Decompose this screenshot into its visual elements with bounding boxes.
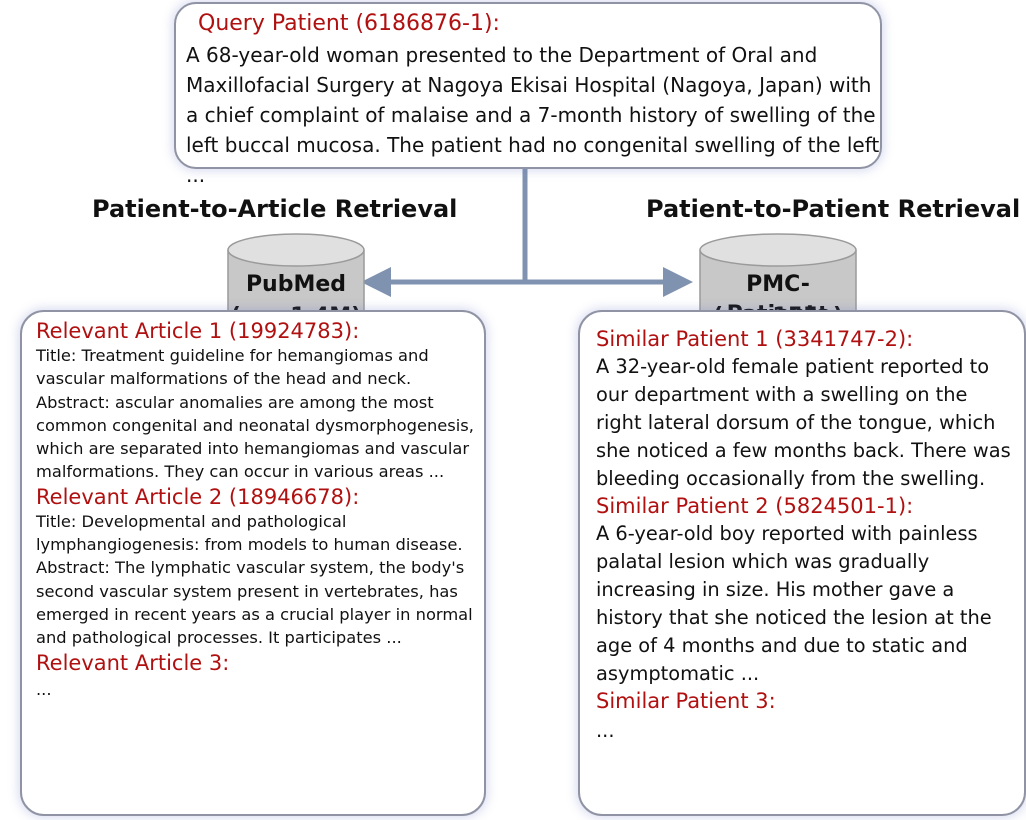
- similar-patient-2: Similar Patient 2 (5824501-1): A 6-year-…: [596, 493, 1014, 688]
- relevant-article-title: Relevant Article 1 (19924783):: [36, 319, 360, 343]
- similar-patients-box: Similar Patient 1 (3341747-2): A 32-year…: [578, 310, 1026, 816]
- similar-patient-title: Similar Patient 1 (3341747-2):: [596, 327, 914, 351]
- relevant-articles-box: Relevant Article 1 (19924783): Title: Tr…: [20, 310, 486, 816]
- relevant-article-text: Title: Treatment guideline for hemangiom…: [36, 346, 474, 482]
- similar-patient-3: Similar Patient 3: ...: [596, 688, 1014, 745]
- similar-patient-text: A 6-year-old boy reported with painless …: [596, 522, 992, 685]
- relevant-article-2: Relevant Article 2 (18946678): Title: De…: [36, 484, 476, 650]
- relevant-article-3: Relevant Article 3: ...: [36, 650, 476, 701]
- similar-patient-title: Similar Patient 3:: [596, 689, 776, 713]
- patient-to-patient-heading: Patient-to-Patient Retrieval: [646, 195, 1021, 223]
- pubmed-label: PubMed: [245, 272, 347, 297]
- patient-to-article-heading: Patient-to-Article Retrieval: [92, 195, 458, 223]
- query-patient-box: Query Patient (6186876-1): A 68-year-old…: [174, 2, 882, 187]
- similar-patient-text: ...: [596, 719, 615, 742]
- relevant-article-title: Relevant Article 3:: [36, 650, 230, 675]
- relevant-article-title: Relevant Article 2 (18946678):: [36, 484, 360, 509]
- relevant-article-text: Title: Developmental and pathological ly…: [36, 511, 473, 648]
- similar-patient-1: Similar Patient 1 (3341747-2): A 32-year…: [596, 326, 1014, 493]
- similar-patient-title: Similar Patient 2 (5824501-1):: [596, 494, 914, 518]
- similar-patient-text: A 32-year-old female patient reported to…: [596, 355, 1011, 490]
- query-patient-title: Query Patient (6186876-1):: [198, 11, 500, 36]
- relevant-article-1: Relevant Article 1 (19924783): Title: Tr…: [36, 318, 476, 484]
- query-patient-text: A 68-year-old woman presented to the Dep…: [186, 43, 880, 187]
- relevant-article-text: ...: [36, 679, 52, 699]
